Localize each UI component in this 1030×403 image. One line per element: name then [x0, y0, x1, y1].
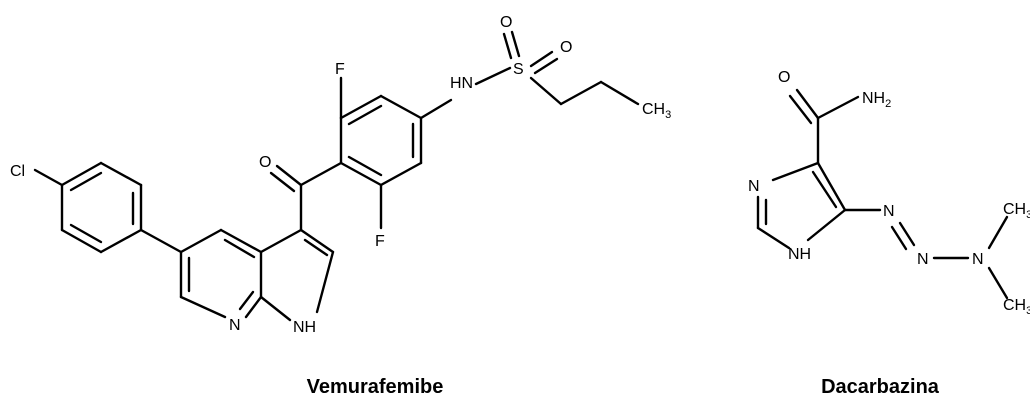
dacarbazine-structure: O NH2 N NH N N N CH3 CH3 Dacarbazina: [748, 69, 1030, 398]
chlorine-label: Cl: [10, 163, 25, 180]
dacarbazine-atom-labels: O NH2 N NH N N N CH3 CH3: [748, 69, 1030, 317]
methyl-label: CH3: [642, 101, 671, 121]
methyl-bottom-label: CH3: [1003, 297, 1030, 317]
carbonyl-oxygen-label: O: [259, 154, 271, 171]
vemurafenib-structure: Cl N NH O F F HN S O O CH3 Vemurafemibe: [10, 14, 671, 398]
ring-nitrogen-label: N: [748, 178, 760, 195]
dacarbazine-bonds: [756, 88, 1009, 300]
sulfur-label: S: [513, 61, 524, 78]
dacarbazine-carbonyl-oxygen-label: O: [778, 69, 790, 86]
vemurafenib-bonds: [33, 30, 640, 322]
azo-n1-label: N: [883, 203, 895, 220]
dimethyl-n-label: N: [972, 251, 984, 268]
azo-n2-label: N: [917, 251, 929, 268]
pyridine-nitrogen-label: N: [229, 317, 241, 334]
methyl-top-label: CH3: [1003, 201, 1030, 221]
vemurafenib-atom-labels: Cl N NH O F F HN S O O CH3: [10, 14, 671, 336]
vemurafenib-name: Vemurafemibe: [307, 376, 444, 398]
fluorine-top-label: F: [335, 61, 345, 78]
sulfonyl-oxygen-right-label: O: [560, 39, 572, 56]
pyrrole-nh-label: NH: [293, 319, 316, 336]
sulfonyl-oxygen-top-label: O: [500, 14, 512, 31]
fluorine-bottom-label: F: [375, 233, 385, 250]
dacarbazine-name: Dacarbazina: [821, 376, 940, 398]
sulfonamide-nh-label: HN: [450, 75, 473, 92]
amide-label: NH2: [862, 90, 891, 110]
ring-nh-label: NH: [788, 246, 811, 263]
